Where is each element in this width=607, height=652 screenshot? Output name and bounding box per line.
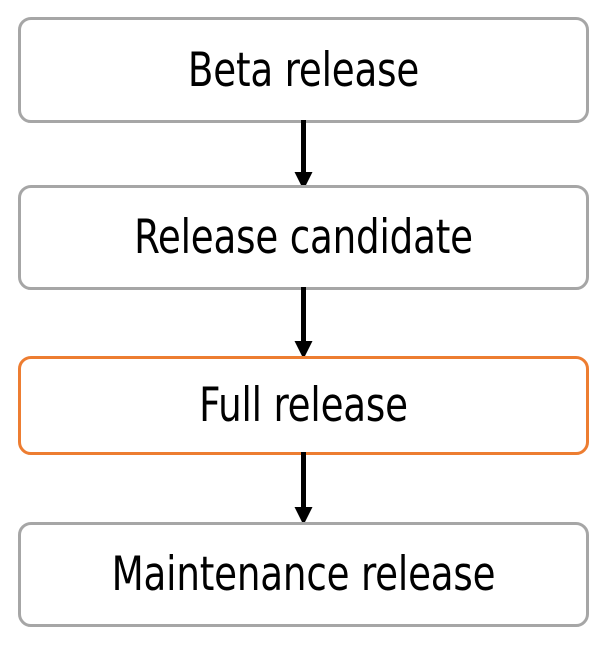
flow-node-beta-release[interactable]: Beta release — [18, 17, 589, 123]
flow-node-label: Beta release — [187, 42, 420, 98]
flow-connector-beta-to-rc — [0, 120, 607, 190]
flow-node-maintenance-release[interactable]: Maintenance release — [18, 522, 589, 627]
flow-node-full-release[interactable]: Full release — [18, 356, 589, 455]
flow-node-label: Full release — [199, 378, 408, 433]
flow-node-label: Maintenance release — [111, 547, 496, 602]
flow-node-label: Release candidate — [134, 210, 473, 265]
flow-node-release-candidate[interactable]: Release candidate — [18, 185, 589, 290]
flow-connector-full-to-maintenance — [0, 452, 607, 525]
flow-connector-rc-to-full — [0, 287, 607, 359]
